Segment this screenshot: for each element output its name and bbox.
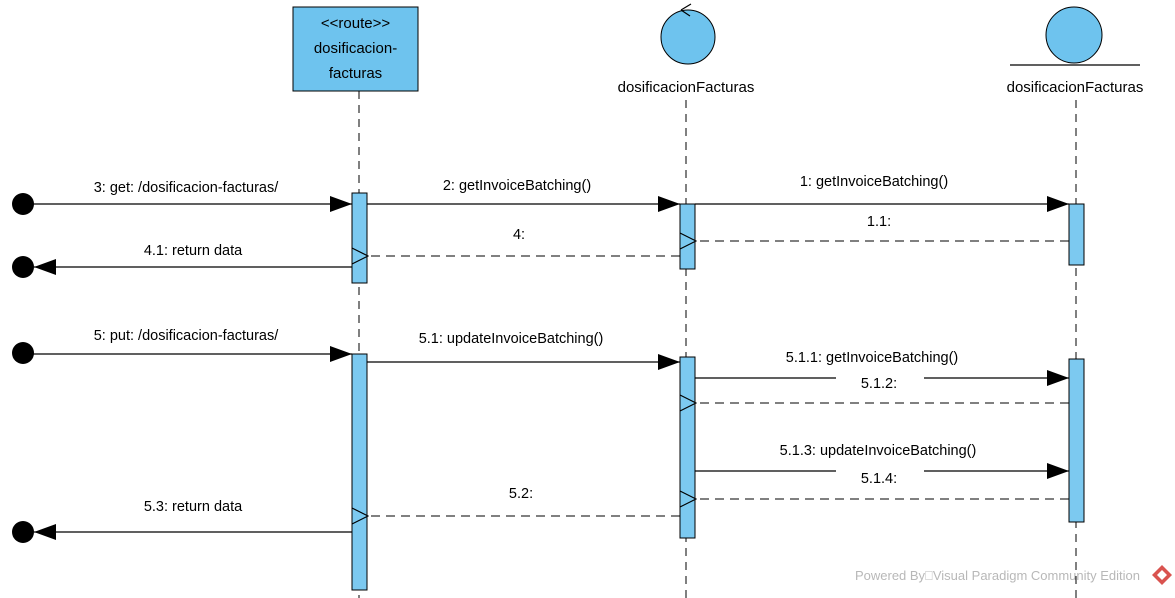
found-message-dot-2 bbox=[12, 342, 34, 364]
lost-message-dot-1 bbox=[12, 256, 34, 278]
message-5-1-label: 5.1: updateInvoiceBatching() bbox=[419, 331, 604, 347]
message-5-3-label: 5.3: return data bbox=[144, 499, 243, 515]
route-name-line2: facturas bbox=[329, 65, 382, 82]
message-5-1-4-label: 5.1.4: bbox=[861, 471, 897, 487]
entity-name: dosificacionFacturas bbox=[1007, 79, 1144, 96]
route-box bbox=[292, 6, 419, 92]
entity-activation-1[interactable] bbox=[1068, 203, 1085, 266]
route-activation-2[interactable] bbox=[351, 353, 368, 591]
message-3-label: 3: get: /dosificacion-facturas/ bbox=[94, 180, 280, 196]
entity-lifeline-head[interactable]: dosificacionFacturas bbox=[1007, 6, 1144, 96]
message-4-label: 4: bbox=[513, 227, 525, 243]
entity-activation-2[interactable] bbox=[1068, 358, 1085, 523]
route-activation-1[interactable] bbox=[351, 192, 368, 284]
message-5-2-label: 5.2: bbox=[509, 486, 533, 502]
route-lifeline-head[interactable]: <<route>> dosificacion- facturas bbox=[292, 6, 419, 92]
message-1-1-label: 1.1: bbox=[867, 214, 891, 230]
message-2-label: 2: getInvoiceBatching() bbox=[443, 178, 591, 194]
entity-icon bbox=[1045, 6, 1103, 64]
message-5-1-4-label-bg bbox=[836, 468, 924, 486]
visual-paradigm-logo-icon bbox=[1152, 565, 1172, 585]
route-name-line1: dosificacion- bbox=[314, 40, 397, 57]
control-activation-2[interactable] bbox=[679, 356, 696, 539]
lost-message-dot-2 bbox=[12, 521, 34, 543]
message-5-1-2-label: 5.1.2: bbox=[861, 376, 897, 392]
control-activation-1[interactable] bbox=[679, 203, 696, 270]
control-arrow-icon bbox=[680, 3, 692, 17]
message-4-1-label: 4.1: return data bbox=[144, 243, 243, 259]
control-lifeline-head[interactable]: dosificacionFacturas bbox=[618, 3, 755, 96]
control-name: dosificacionFacturas bbox=[618, 79, 755, 96]
message-5-label: 5: put: /dosificacion-facturas/ bbox=[94, 328, 280, 344]
message-5-1-2-label-bg bbox=[836, 374, 924, 392]
message-1-label: 1: getInvoiceBatching() bbox=[800, 174, 948, 190]
watermark-text: Powered By⎕Visual Paradigm Community Edi… bbox=[855, 568, 1140, 583]
message-5-1-1-label: 5.1.1: getInvoiceBatching() bbox=[786, 350, 959, 366]
control-icon bbox=[660, 9, 716, 65]
message-5-1-3-label: 5.1.3: updateInvoiceBatching() bbox=[780, 443, 977, 459]
route-stereotype: <<route>> bbox=[321, 15, 390, 32]
